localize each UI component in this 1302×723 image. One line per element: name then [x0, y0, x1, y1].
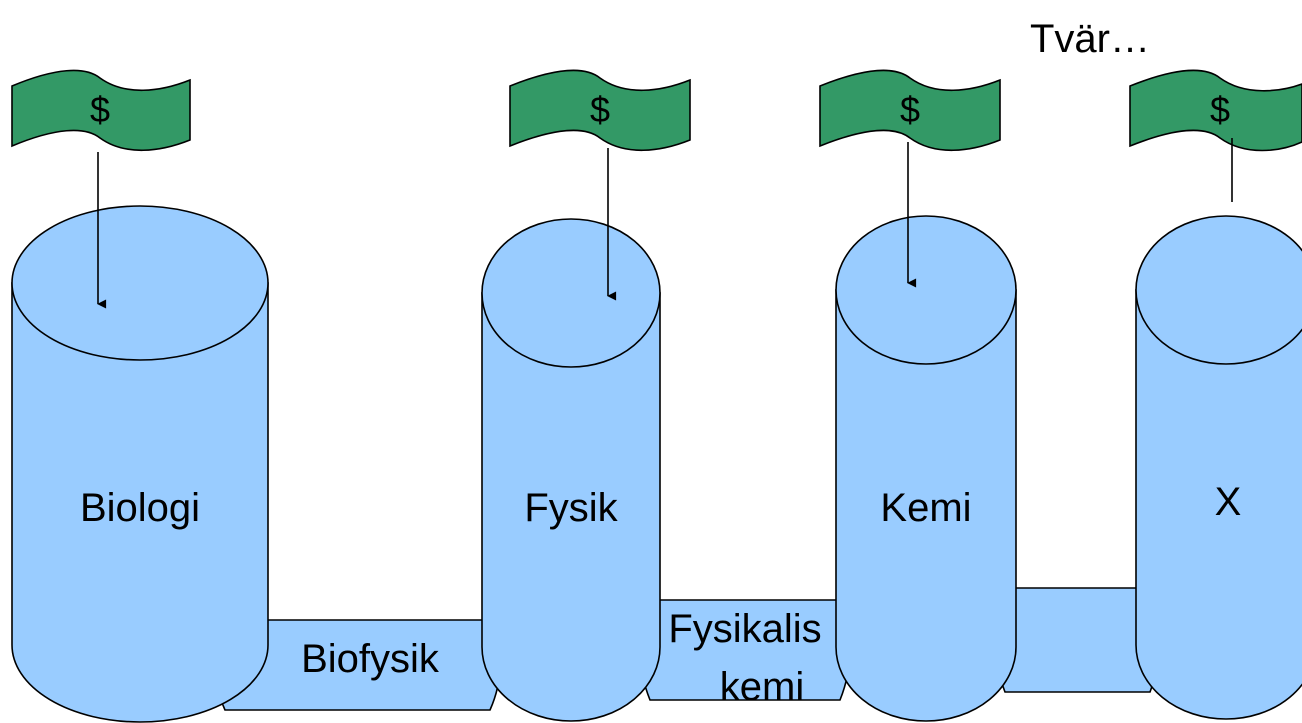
money-flag-fysik: $ [509, 69, 691, 152]
bridge-fysikalisk-kemi-label-line2: kemi [720, 665, 804, 709]
cylinder-x-top [1135, 215, 1302, 365]
cylinder-kemi-body [835, 289, 1017, 722]
cylinder-fysik-body [481, 292, 661, 722]
cylinder-biologi-top [11, 205, 269, 361]
money-flag-x-symbol: $ [1210, 89, 1230, 130]
cylinder-kemi-top [835, 215, 1017, 365]
cylinder-fysik-top [481, 218, 661, 368]
money-flag-kemi-shape [819, 69, 1001, 152]
money-flag-kemi-symbol: $ [900, 89, 920, 130]
bridge-biofysik-label: Biofysik [301, 637, 440, 681]
money-flag-biologi: $ [11, 69, 191, 152]
money-flag-x: $ [1129, 69, 1302, 152]
bridge-fysikalisk-kemi: Fysikalis kemi [639, 599, 851, 709]
money-flag-fysik-symbol: $ [590, 89, 610, 130]
money-flag-biologi-symbol: $ [90, 89, 110, 130]
header-title: Tvär… [1030, 17, 1150, 61]
bridge-biofysik: Biofysik [214, 619, 501, 711]
cylinder-biologi: Biologi [11, 205, 269, 723]
bridge-fysikalisk-kemi-label-line1: Fysikalis [668, 607, 821, 651]
money-flag-kemi: $ [819, 69, 1001, 152]
cylinder-kemi: Kemi [835, 215, 1017, 722]
cylinder-biologi-body [11, 282, 269, 723]
money-flag-biologi-shape [11, 69, 191, 152]
cylinder-fysik: Fysik [481, 218, 661, 722]
cylinder-fysik-label: Fysik [524, 486, 618, 530]
cylinder-kemi-label: Kemi [880, 486, 971, 530]
money-flag-x-shape [1129, 69, 1302, 152]
money-flag-fysik-shape [509, 69, 691, 152]
cylinder-biologi-label: Biologi [80, 486, 200, 530]
cylinder-x: X [1135, 215, 1302, 720]
cylinder-x-label: X [1215, 480, 1242, 524]
cylinder-x-body [1135, 289, 1302, 720]
